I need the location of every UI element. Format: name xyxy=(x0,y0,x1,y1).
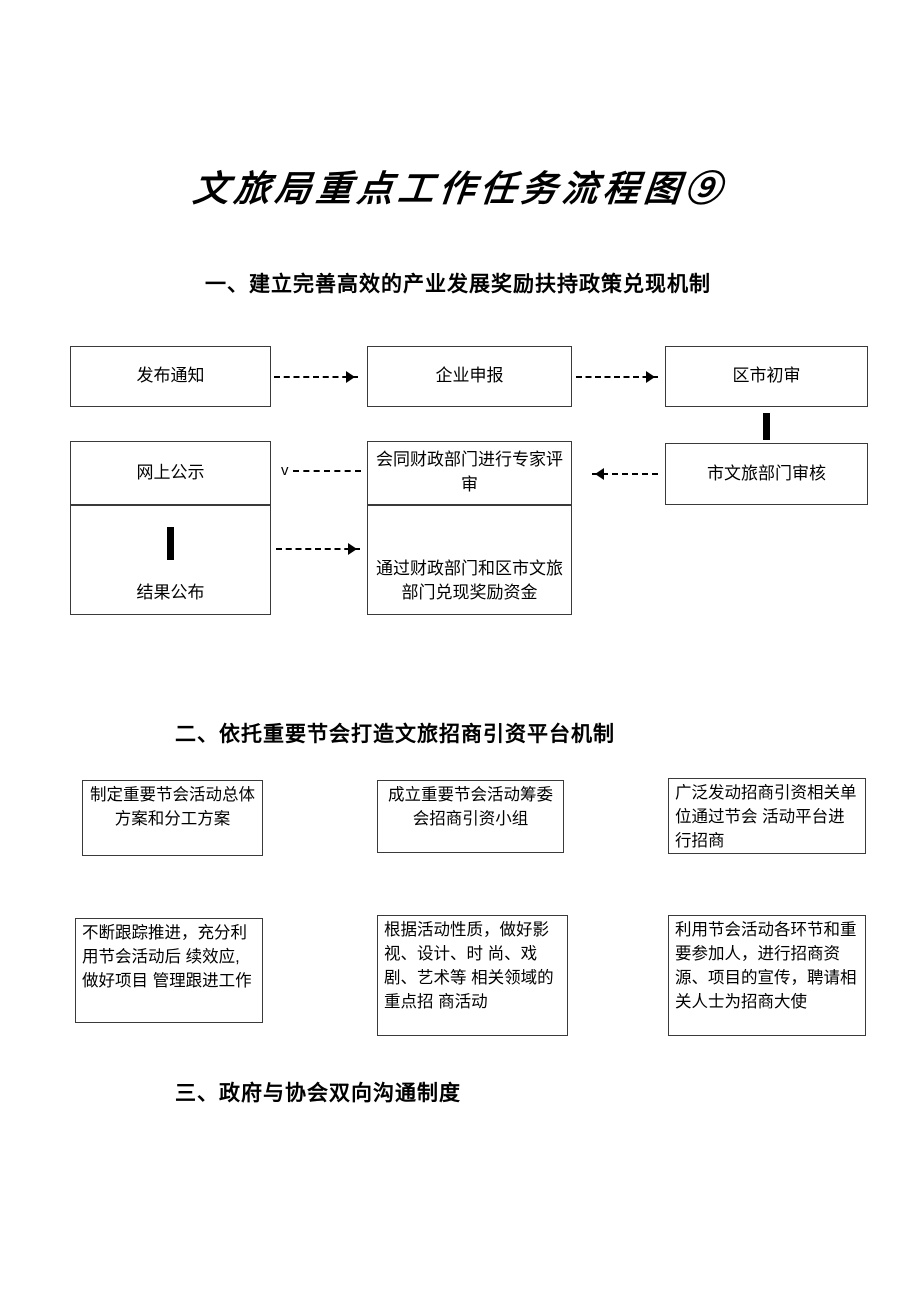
plan-box-mobilize-units: 广泛发动招商引资相关单位通过节会 活动平台进行招商 xyxy=(668,778,866,854)
flow-node-expert-review: 会同财政部门进行专家评审 xyxy=(367,441,572,505)
v-arrowhead-glyph: v xyxy=(281,462,289,479)
plan-box-ambassadors: 利用节会活动各环节和重要参加人，进行招商资源、项目的宣传，聘请相关人士为招商大使 xyxy=(668,915,866,1036)
dashed-arrow-right-icon xyxy=(276,543,360,555)
section-3-heading: 三、政府与协会双向沟通制度 xyxy=(175,1082,461,1105)
flow-node-district-review: 区市初审 xyxy=(665,346,868,407)
flow-node-result-announce: 结果公布 xyxy=(70,505,271,615)
plan-box-overall-scheme: 制定重要节会活动总体方案和分工方案 xyxy=(82,780,263,856)
dashed-arrow-right-icon xyxy=(576,371,658,383)
dashed-line-icon xyxy=(293,470,361,472)
plan-box-follow-up: 不断跟踪推进，充分利用节会活动后 续效应,做好项目 管理跟进工作 xyxy=(75,918,263,1023)
flow-node-online-publicity: 网上公示 xyxy=(70,441,271,505)
vertical-connector-bar xyxy=(763,413,770,440)
plan-box-committee-group: 成立重要节会活动筹委会招商引资小组 xyxy=(377,780,564,853)
section-2-heading: 二、依托重要节会打造文旅招商引资平台机制 xyxy=(175,723,615,746)
dashed-arrow-left-icon xyxy=(592,468,658,480)
vertical-connector-bar xyxy=(167,527,174,560)
plan-box-key-investment: 根据活动性质，做好影视、设计、时 尚、戏剧、艺术等 相关领域的重点招 商活动 xyxy=(377,915,568,1036)
dashed-arrow-right-icon xyxy=(274,371,358,383)
flow-node-cash-reward: 通过财政部门和区市文旅部门兑现奖励资金 xyxy=(367,505,572,615)
flow-node-city-bureau-audit: 市文旅部门审核 xyxy=(665,443,868,505)
flow-node-enterprise-apply: 企业申报 xyxy=(367,346,572,407)
document-title: 文旅局重点工作任务流程图⑨ xyxy=(190,168,729,210)
section-1-heading: 一、建立完善高效的产业发展奖励扶持政策兑现机制 xyxy=(205,273,711,296)
flow-node-publish-notice: 发布通知 xyxy=(70,346,271,407)
